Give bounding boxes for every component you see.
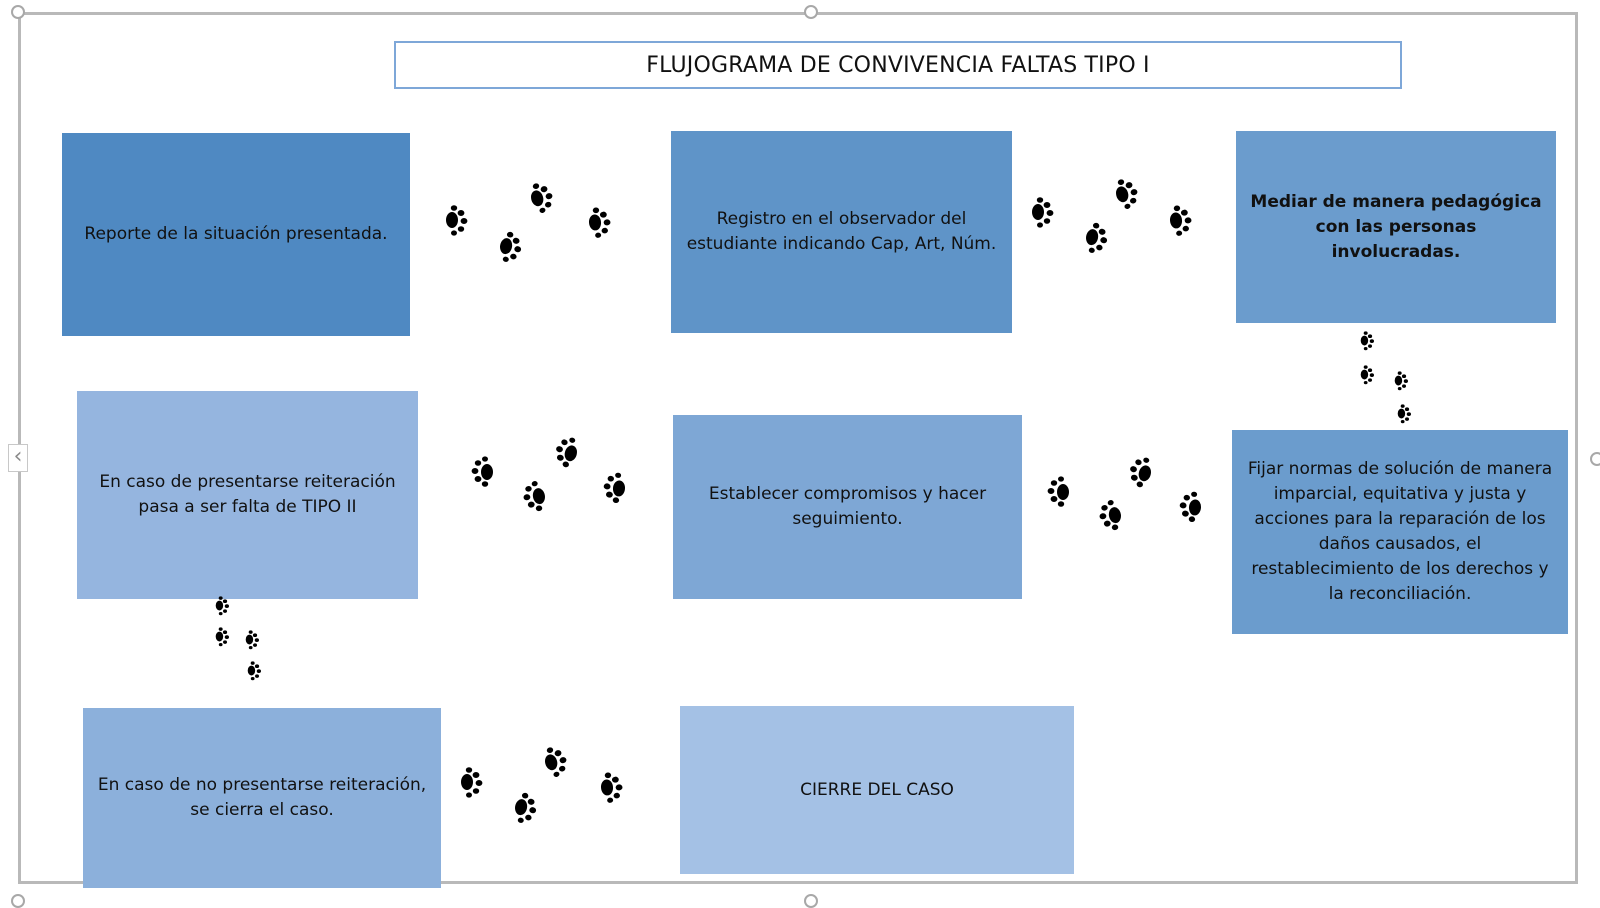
resize-handle-bottom-center[interactable] — [804, 894, 818, 908]
chevron-left-icon[interactable]: ‹ — [8, 444, 28, 472]
paw-print-icon — [500, 231, 522, 262]
step-reporte-text: Reporte de la situación presentada. — [84, 224, 388, 244]
resize-handle-right-middle[interactable] — [1590, 452, 1600, 466]
paw-print-icon — [1086, 222, 1108, 253]
step-no-reiteracion: En caso de no presentarse reiteración, s… — [83, 708, 441, 888]
paw-print-icon — [216, 627, 230, 647]
paw-print-icon — [556, 437, 577, 468]
paw-print-icon — [1361, 365, 1375, 385]
step-establecer: Establecer compromisos y hacer seguimien… — [673, 415, 1022, 599]
paw-print-icon — [1361, 331, 1375, 351]
step-mediar-text: Mediar de manera pedagógica con las pers… — [1250, 191, 1542, 262]
paw-print-icon — [515, 792, 537, 823]
step-fijar-text: Fijar normas de solución de manera impar… — [1247, 459, 1553, 604]
resize-handle-top-left[interactable] — [11, 5, 25, 19]
diagram-title: FLUJOGRAMA DE CONVIVENCIA FALTAS TIPO I — [394, 41, 1402, 89]
resize-handle-top-center[interactable] — [804, 5, 818, 19]
step-establecer-text: Establecer compromisos y hacer seguimien… — [708, 484, 987, 529]
paw-print-icon — [446, 205, 468, 236]
paw-print-icon — [603, 472, 625, 504]
step-fijar: Fijar normas de solución de manera impar… — [1232, 430, 1568, 634]
paw-print-icon — [1398, 404, 1412, 424]
paw-print-icon — [1116, 179, 1138, 209]
paw-print-icon — [545, 747, 567, 777]
step-registro: Registro en el observador del estudiante… — [671, 131, 1012, 333]
paw-print-icon — [246, 630, 260, 650]
step-reiteracion-text: En caso de presentarse reiteración pasa … — [99, 472, 396, 517]
paw-print-icon — [1032, 197, 1054, 228]
paw-print-icon — [461, 767, 483, 798]
paw-print-icon — [531, 183, 553, 213]
paw-print-icon — [1047, 476, 1069, 507]
paw-print-icon — [523, 481, 545, 512]
step-reiteracion: En caso de presentarse reiteración pasa … — [77, 391, 418, 599]
resize-handle-bottom-left[interactable] — [11, 894, 25, 908]
paw-print-icon — [248, 661, 262, 681]
paw-print-icon — [1179, 491, 1201, 523]
step-mediar: Mediar de manera pedagógica con las pers… — [1236, 131, 1556, 323]
paw-print-icon — [1130, 457, 1151, 488]
paw-print-icon — [216, 596, 230, 616]
step-cierre: CIERRE DEL CASO — [680, 706, 1074, 874]
step-no-reiteracion-text: En caso de no presentarse reiteración, s… — [97, 775, 427, 820]
paw-print-icon — [1099, 500, 1121, 531]
paw-print-icon — [601, 772, 623, 803]
step-reporte: Reporte de la situación presentada. — [62, 133, 410, 336]
paw-print-icon — [1395, 371, 1409, 391]
step-registro-text: Registro en el observador del estudiante… — [686, 209, 997, 254]
paw-print-icon — [471, 456, 493, 487]
paw-print-icon — [589, 207, 611, 238]
step-cierre-text: CIERRE DEL CASO — [800, 779, 954, 800]
paw-print-icon — [1170, 205, 1192, 236]
